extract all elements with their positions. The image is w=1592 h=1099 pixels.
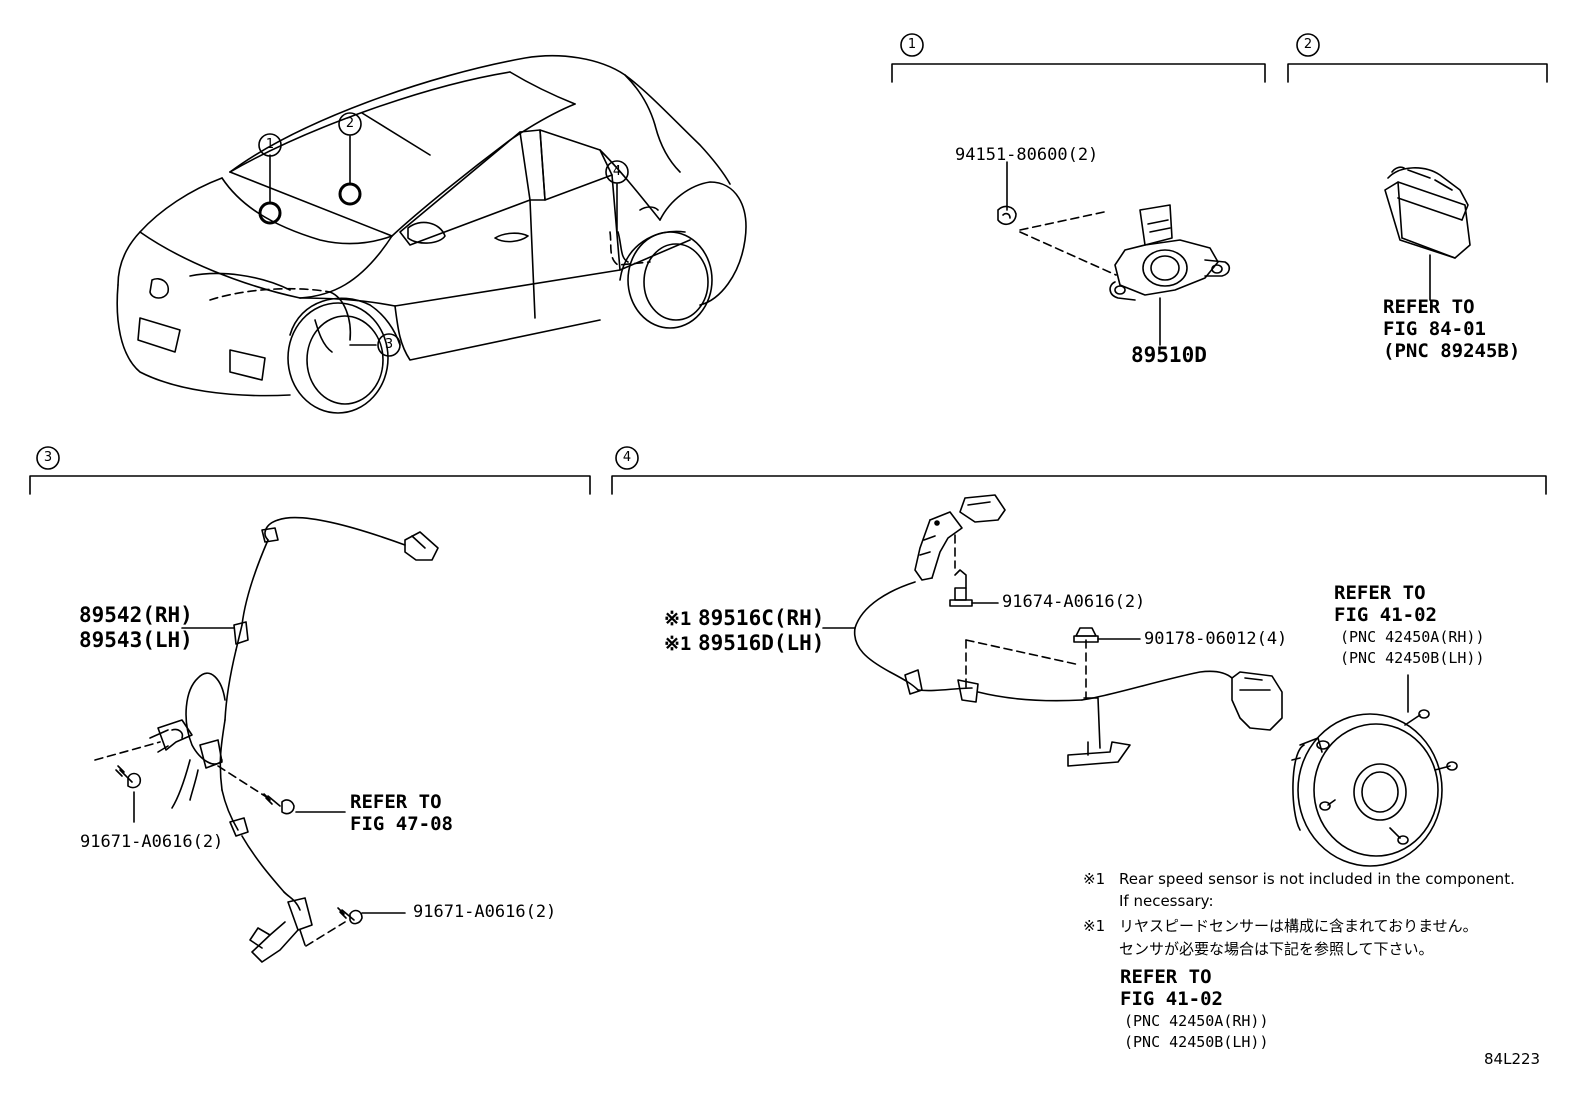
part-number-bolt-91671-a[interactable]: 91671-A0616(2) (80, 832, 224, 852)
note-jp-mark: ※1 (1083, 917, 1106, 935)
note-en-mark: ※1 (1083, 870, 1106, 888)
section4-sensor-drawing (822, 494, 1458, 867)
section-3-label: 3 (43, 450, 53, 465)
part-number-nut-90178[interactable]: 90178-06012(4) (1144, 629, 1288, 649)
part-number-89516d-lh[interactable]: 89516D(LH) (698, 631, 825, 655)
vehicle-illustration (116, 54, 747, 414)
part-number-89510d[interactable]: 89510D (1131, 343, 1207, 367)
note-mark-lh: ※1 (664, 633, 692, 655)
section3-sensor-drawing (94, 516, 439, 963)
note-mark-rh: ※1 (664, 608, 692, 630)
part-number-bolt-94151[interactable]: 94151-80600(2) (955, 145, 1099, 165)
figure-code: 84L223 (1484, 1050, 1541, 1068)
note-en-line2: If necessary: (1119, 892, 1214, 910)
section-2-label: 2 (1303, 37, 1313, 52)
note-en-line1: Rear speed sensor is not included in the… (1119, 870, 1515, 888)
pnc-42450b-lh[interactable]: (PNC 42450B(LH)) (1340, 649, 1485, 667)
refer-to-label: REFER TO (1383, 296, 1475, 318)
section2-sensor-drawing (1384, 166, 1471, 301)
part-number-89543-lh[interactable]: 89543(LH) (79, 628, 193, 652)
refer-to-label-47: REFER TO (350, 791, 442, 813)
section-brackets (29, 33, 1548, 495)
note-jp-line1: リヤスピードセンサーは構成に含まれておりません。 (1119, 917, 1478, 935)
section1-sensor-drawing (997, 161, 1231, 346)
part-number-bolt-91671-b[interactable]: 91671-A0616(2) (413, 902, 557, 922)
figure-reference-41-02[interactable]: FIG 41-02 (1334, 604, 1437, 626)
refer-to-label-41: REFER TO (1334, 582, 1426, 604)
section-1-label: 1 (907, 37, 917, 52)
note-refer-to: REFER TO (1120, 966, 1212, 988)
part-number-89516c-rh[interactable]: 89516C(RH) (698, 606, 825, 630)
note-pnc-42450b-lh[interactable]: (PNC 42450B(LH)) (1124, 1033, 1269, 1051)
note-pnc-42450a-rh[interactable]: (PNC 42450A(RH)) (1124, 1012, 1269, 1030)
note-jp-line2: センサが必要な場合は下記を参照して下さい。 (1119, 940, 1434, 958)
pnc-89245b[interactable]: (PNC 89245B) (1383, 340, 1521, 362)
callout-1-car[interactable]: 1 (265, 137, 275, 152)
pnc-42450a-rh[interactable]: (PNC 42450A(RH)) (1340, 628, 1485, 646)
callout-4-car[interactable]: 4 (612, 164, 622, 179)
callout-2-car[interactable]: 2 (345, 116, 355, 131)
part-number-89542-rh[interactable]: 89542(RH) (79, 603, 193, 627)
figure-reference-84-01[interactable]: FIG 84-01 (1383, 318, 1486, 340)
note-figure-reference-41-02[interactable]: FIG 41-02 (1120, 988, 1223, 1010)
part-number-bolt-91674[interactable]: 91674-A0616(2) (1002, 592, 1146, 612)
figure-reference-47-08[interactable]: FIG 47-08 (350, 813, 453, 835)
section-4-label: 4 (622, 450, 632, 465)
callout-3-car[interactable]: 3 (384, 337, 394, 352)
